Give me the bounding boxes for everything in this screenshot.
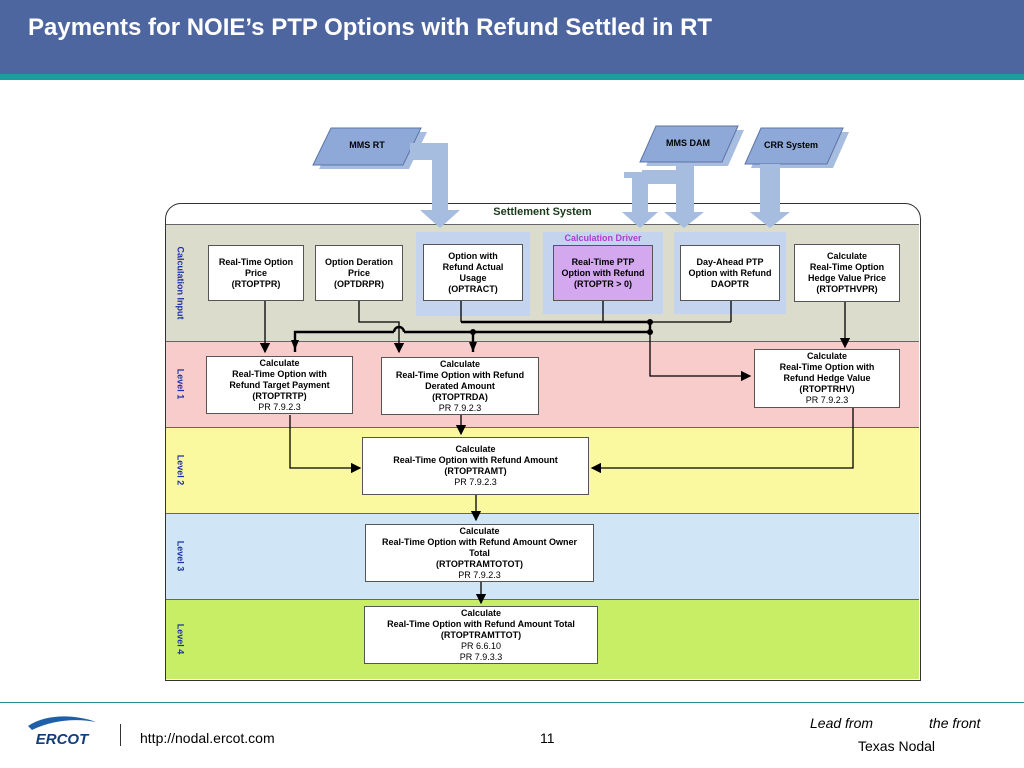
tagline-texas-nodal: Texas Nodal <box>858 738 936 754</box>
crr-shape <box>744 127 844 165</box>
band-divider <box>166 599 919 600</box>
crr-system-label: CRR System <box>763 140 819 150</box>
footer-separator <box>120 724 121 746</box>
mms-dam-shape <box>639 125 739 163</box>
calculation-driver-label: Calculation Driver <box>564 233 642 243</box>
mms-rt-arrow <box>410 143 460 228</box>
svg-text:ERCOT: ERCOT <box>36 731 90 748</box>
title-underline <box>0 74 1024 80</box>
band-divider <box>166 427 919 428</box>
mms-dam-label: MMS DAM <box>666 138 710 148</box>
mms-rt-shape <box>312 127 422 166</box>
page-number: 11 <box>540 730 555 746</box>
band-divider <box>166 341 919 342</box>
slide-title: Payments for NOIE’s PTP Options with Ref… <box>28 14 713 41</box>
crr-arrow <box>750 164 790 228</box>
mms-dam-arrow <box>642 170 688 184</box>
ercot-logo: ERCOT <box>28 716 96 748</box>
band-divider <box>166 224 919 225</box>
settlement-system-label: Settlement System <box>493 206 592 218</box>
title-bar <box>0 0 1024 74</box>
mms-dam-arrow <box>664 166 704 228</box>
mms-dam-arrow <box>622 172 658 228</box>
band-divider <box>166 513 919 514</box>
mms-rt-label: MMS RT <box>349 140 385 150</box>
footer-url[interactable]: http://nodal.ercot.com <box>140 730 275 746</box>
footer-divider <box>0 702 1024 703</box>
